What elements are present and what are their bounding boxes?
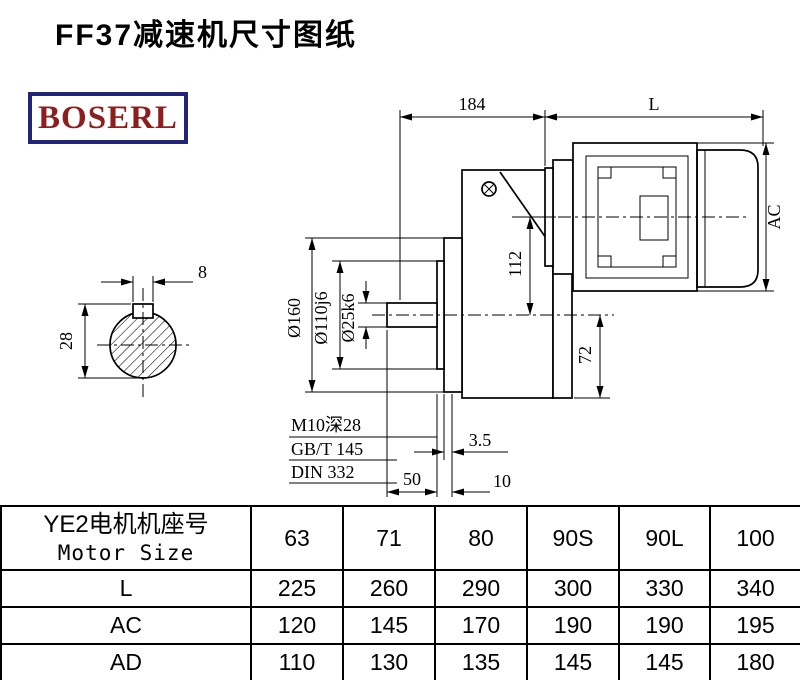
table-cell: 190 — [526, 606, 620, 645]
table-cell: 170 — [434, 606, 528, 645]
boserl-logo-text: BOSERL — [38, 99, 178, 136]
table-cell: 110 — [250, 643, 344, 680]
table-cell: 300 — [526, 569, 620, 608]
fan-cover — [696, 149, 759, 288]
dim-AC-label: AC — [764, 204, 784, 229]
dim-3-5-label: 3.5 — [469, 430, 492, 450]
motor-size-header-en: Motor Size — [57, 541, 195, 565]
table-cell: 195 — [709, 606, 800, 645]
table-cell: 130 — [342, 643, 436, 680]
dim-112-label: 112 — [505, 251, 525, 277]
row-label: AC — [0, 606, 252, 645]
dimension-key-width: 8 — [101, 262, 207, 302]
table-cell: 260 — [342, 569, 436, 608]
motor-size-header-cn: YE2电机机座号 — [43, 511, 209, 538]
table-cell: 180 — [709, 643, 800, 680]
table-col-header: 71 — [342, 505, 436, 571]
dimension-d160: Ø160 — [284, 237, 444, 393]
gearmotor-view — [372, 142, 759, 399]
dimension-bottom: 3.5 50 10 — [386, 330, 511, 497]
dimension-72: 72 — [574, 315, 610, 399]
table-cell: 340 — [709, 569, 800, 608]
motor-size-table: YE2电机机座号 Motor Size 63 71 80 90S 90L 100… — [0, 505, 800, 680]
table-cell: 330 — [618, 569, 711, 608]
table-col-header: 63 — [250, 505, 344, 571]
dim-184-label: 184 — [459, 94, 486, 114]
table-cell: 120 — [250, 606, 344, 645]
dim-50-label: 50 — [403, 469, 421, 489]
shaft-section-view — [97, 288, 189, 400]
table-row-AD: AD 110 130 135 145 145 180 — [0, 643, 800, 680]
dim-10-label: 10 — [493, 471, 511, 491]
dim-8-label: 8 — [198, 262, 207, 282]
note-gbt-label: GB/T 145 — [291, 439, 363, 459]
table-row-AC: AC 120 145 170 190 190 195 — [0, 606, 800, 645]
table-cell: 145 — [526, 643, 620, 680]
table-col-header: 90S — [526, 505, 620, 571]
note-din-label: DIN 332 — [291, 462, 355, 482]
table-cell: 135 — [434, 643, 528, 680]
dim-72-label: 72 — [575, 346, 595, 364]
dim-28-label: 28 — [56, 332, 76, 350]
table-cell: 145 — [342, 606, 436, 645]
dimension-112: 112 — [505, 216, 556, 315]
table-header-row: YE2电机机座号 Motor Size 63 71 80 90S 90L 100 — [0, 505, 800, 571]
dimension-d110: Ø110j6 — [311, 260, 437, 370]
table-col-header: 80 — [434, 505, 528, 571]
motor-size-header-cell: YE2电机机座号 Motor Size — [0, 505, 252, 571]
thread-note: M10深28 GB/T 145 DIN 332 — [289, 415, 437, 484]
dimension-top: 184 L — [399, 94, 764, 300]
dimension-ac: AC — [697, 142, 784, 292]
page-title: FF37减速机尺寸图纸 — [55, 19, 358, 52]
dimension-key-height: 28 — [56, 303, 141, 379]
dimension-d25: Ø25k6 — [338, 281, 387, 349]
table-cell: 190 — [618, 606, 711, 645]
table-row-L: L 225 260 290 300 330 340 — [0, 569, 800, 608]
note-m10-label: M10深28 — [291, 415, 361, 435]
dim-d110-label: Ø110j6 — [311, 291, 331, 344]
gearbox-housing — [461, 169, 554, 399]
row-label: AD — [0, 643, 252, 680]
dimension-drawing: 8 28 — [56, 94, 784, 497]
boserl-logo: BOSERL — [28, 92, 188, 144]
row-label: L — [0, 569, 252, 608]
table-cell: 290 — [434, 569, 528, 608]
table-cell: 225 — [250, 569, 344, 608]
dim-L-label: L — [649, 94, 660, 114]
table-col-header: 100 — [709, 505, 800, 571]
table-cell: 145 — [618, 643, 711, 680]
table-col-header: 90L — [618, 505, 711, 571]
dim-d160-label: Ø160 — [284, 298, 304, 338]
dim-d25-label: Ø25k6 — [338, 294, 358, 343]
